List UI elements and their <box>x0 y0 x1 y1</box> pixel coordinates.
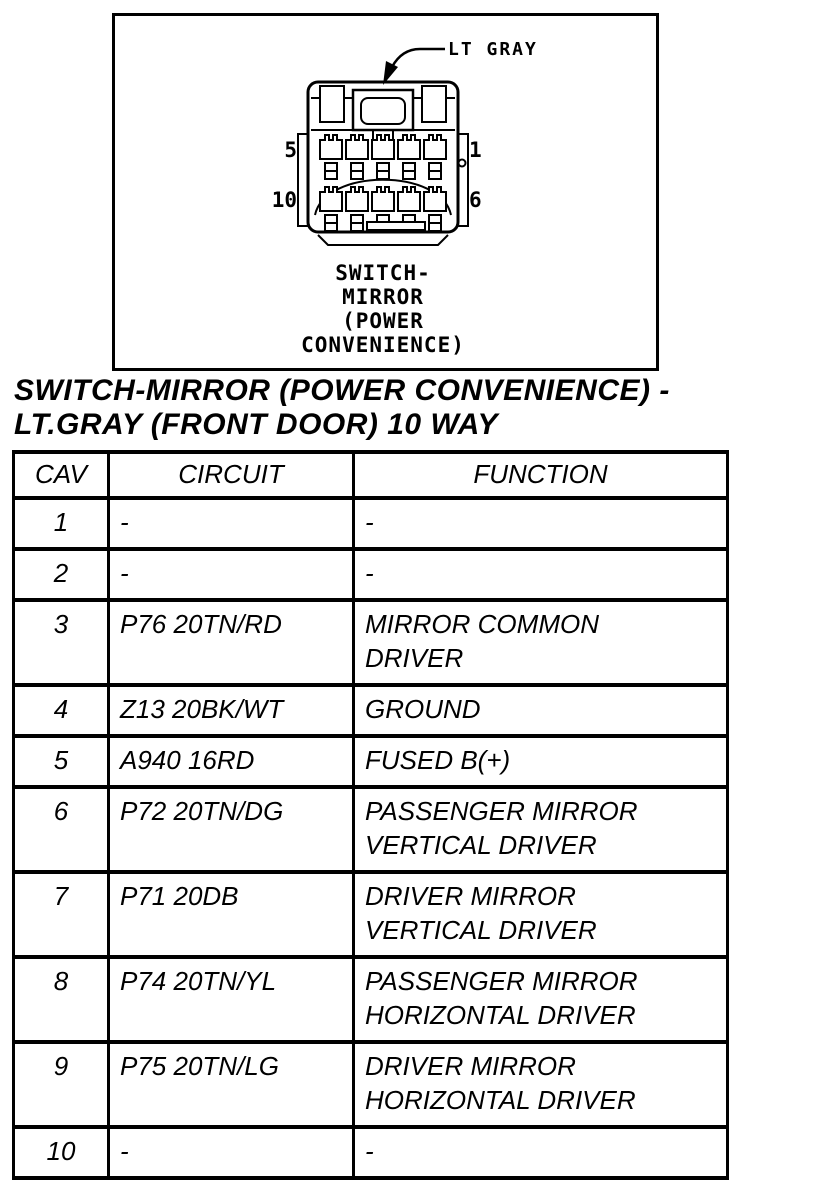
table-row: 1 - - <box>12 496 729 551</box>
pin-label-1: 1 <box>469 138 482 162</box>
table-row: 3 P76 20TN/RD MIRROR COMMON DRIVER <box>12 598 729 687</box>
circuit-cell: P75 20TN/LG <box>107 1040 355 1129</box>
terminal-cavities <box>319 134 447 232</box>
cav-cell: 10 <box>12 1125 110 1180</box>
cav-cell: 6 <box>12 785 110 874</box>
function-cell: MIRROR COMMON DRIVER <box>352 598 729 687</box>
callout-leader-line <box>390 47 445 68</box>
circuit-cell: - <box>107 1125 355 1180</box>
pin-label-6: 6 <box>469 188 482 212</box>
circuit-cell: P76 20TN/RD <box>107 598 355 687</box>
table-row: 10 - - <box>12 1125 729 1180</box>
header-circuit: CIRCUIT <box>107 450 355 500</box>
circuit-cell: A940 16RD <box>107 734 355 789</box>
connector-color-callout: LT GRAY <box>383 39 538 85</box>
function-cell: DRIVER MIRROR VERTICAL DRIVER <box>352 870 729 959</box>
function-cell: PASSENGER MIRROR HORIZONTAL DRIVER <box>352 955 729 1044</box>
pin-label-5: 5 <box>284 138 297 162</box>
cav-cell: 5 <box>12 734 110 789</box>
function-cell: - <box>352 547 729 602</box>
page-title-line-2: LT.GRAY (FRONT DOOR) 10 WAY <box>14 408 499 441</box>
function-cell: - <box>352 1125 729 1180</box>
caption-line-3: (POWER <box>342 309 424 333</box>
cav-cell: 8 <box>12 955 110 1044</box>
function-cell: DRIVER MIRROR HORIZONTAL DRIVER <box>352 1040 729 1129</box>
cav-cell: 9 <box>12 1040 110 1129</box>
table-row: 4 Z13 20BK/WT GROUND <box>12 683 729 738</box>
table-row: 8 P74 20TN/YL PASSENGER MIRROR HORIZONTA… <box>12 955 729 1044</box>
caption-line-1: SWITCH- <box>335 261 431 285</box>
connector-figure-frame: LT GRAY <box>112 13 659 371</box>
cav-cell: 3 <box>12 598 110 687</box>
table-header-row: CAV CIRCUIT FUNCTION <box>12 450 729 500</box>
cav-cell: 7 <box>12 870 110 959</box>
header-cav: CAV <box>12 450 110 500</box>
circuit-cell: Z13 20BK/WT <box>107 683 355 738</box>
circuit-cell: - <box>107 547 355 602</box>
pinout-table: CAV CIRCUIT FUNCTION 1 - - 2 - - 3 P76 2… <box>12 450 729 1180</box>
function-cell: FUSED B(+) <box>352 734 729 789</box>
circuit-cell: - <box>107 496 355 551</box>
circuit-cell: P74 20TN/YL <box>107 955 355 1044</box>
cav-cell: 4 <box>12 683 110 738</box>
pin-label-10: 10 <box>272 188 297 212</box>
caption-line-4: CONVENIENCE) <box>301 333 465 357</box>
table-row: 9 P75 20TN/LG DRIVER MIRROR HORIZONTAL D… <box>12 1040 729 1129</box>
connector-color-label: LT GRAY <box>448 39 538 60</box>
function-cell: - <box>352 496 729 551</box>
circuit-cell: P72 20TN/DG <box>107 785 355 874</box>
connector-caption: SWITCH- MIRROR (POWER CONVENIENCE) <box>301 261 465 357</box>
caption-line-2: MIRROR <box>342 285 424 309</box>
function-cell: GROUND <box>352 683 729 738</box>
circuit-cell: P71 20DB <box>107 870 355 959</box>
pin-labels: 5 1 10 6 <box>272 138 482 212</box>
table-row: 6 P72 20TN/DG PASSENGER MIRROR VERTICAL … <box>12 785 729 874</box>
page-title-line-1: SWITCH-MIRROR (POWER CONVENIENCE) - <box>14 374 670 407</box>
table-row: 7 P71 20DB DRIVER MIRROR VERTICAL DRIVER <box>12 870 729 959</box>
function-cell: PASSENGER MIRROR VERTICAL DRIVER <box>352 785 729 874</box>
page-title: SWITCH-MIRROR (POWER CONVENIENCE) - LT.G… <box>14 374 774 442</box>
cav-cell: 2 <box>12 547 110 602</box>
cav-cell: 1 <box>12 496 110 551</box>
callout-arrowhead-icon <box>383 61 398 85</box>
table-row: 2 - - <box>12 547 729 602</box>
connector-diagram: LT GRAY <box>272 39 538 357</box>
header-function: FUNCTION <box>352 450 729 500</box>
table-row: 5 A940 16RD FUSED B(+) <box>12 734 729 789</box>
